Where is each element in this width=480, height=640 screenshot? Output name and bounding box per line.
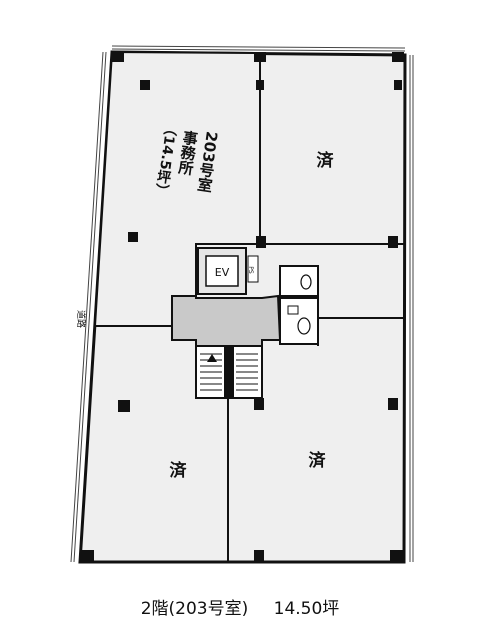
floor-caption-area: 14.50坪: [273, 599, 340, 619]
elevator-label: EV: [215, 266, 230, 279]
window-hatch: [70, 45, 414, 563]
toilet-sink: [287, 305, 299, 315]
elevator-car: [205, 255, 239, 287]
ps-label: PS: [247, 266, 254, 274]
pipe-space: [247, 255, 259, 283]
stair-treads: [200, 353, 258, 391]
toilet-lower-fixture: [297, 317, 311, 335]
bottom-right-status: 済: [309, 450, 327, 471]
top-right-status: 済: [317, 150, 335, 171]
floor-caption: 2階(203号室) 14.50坪: [0, 594, 480, 619]
toilet-upper-fixture: [300, 274, 312, 290]
toilet-upper: [279, 265, 319, 297]
bottom-left-status: 済: [170, 460, 188, 481]
floor-caption-room: 2階(203号室): [140, 599, 249, 619]
stair-landing-core: [224, 346, 234, 398]
core-hall: [171, 294, 282, 351]
side-label: 道路: [75, 310, 87, 328]
stair-arrow: [207, 354, 217, 362]
columns: [80, 52, 404, 562]
